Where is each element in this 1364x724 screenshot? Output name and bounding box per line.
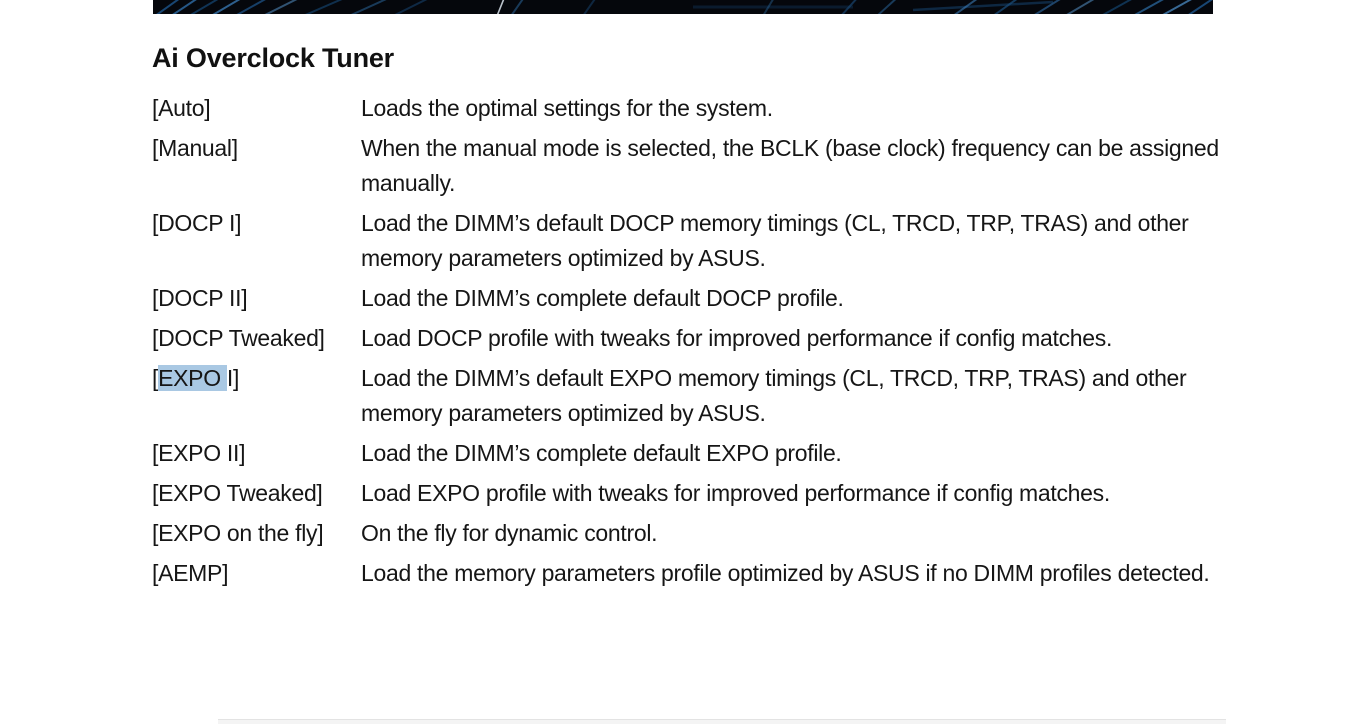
option-description: When the manual mode is selected, the BC… xyxy=(361,135,1219,196)
option-term: [DOCP I] xyxy=(152,206,361,241)
definition-row: [EXPO II] Load the DIMM’s complete defaul… xyxy=(152,436,1224,471)
option-term-text: [Auto] xyxy=(152,95,211,121)
option-term: [EXPO on the fly] xyxy=(152,516,361,551)
option-term-text: I] xyxy=(226,365,240,391)
definition-list: [Auto] Loads the optimal settings for the… xyxy=(152,91,1224,591)
option-term-text: [ xyxy=(152,365,159,391)
option-term-text: [DOCP Tweaked] xyxy=(152,325,325,351)
definition-row: [Manual] When the manual mode is selected… xyxy=(152,131,1224,201)
option-term-text: [EXPO on the fly] xyxy=(152,520,324,546)
option-description: Load the DIMM’s complete default DOCP pr… xyxy=(361,285,844,311)
section-content: Ai Overclock Tuner [Auto] Loads the optim… xyxy=(152,42,1224,596)
option-description: On the fly for dynamic control. xyxy=(361,520,658,546)
header-image xyxy=(153,0,1213,14)
option-term-text: [EXPO Tweaked] xyxy=(152,480,323,506)
option-term: [EXPO I] xyxy=(152,361,361,396)
option-description: Load the memory parameters profile optim… xyxy=(361,560,1210,586)
option-description: Load the DIMM’s default DOCP memory timi… xyxy=(361,210,1189,271)
option-term-text: [Manual] xyxy=(152,135,238,161)
definition-row: [DOCP I] Load the DIMM’s default DOCP mem… xyxy=(152,206,1224,276)
option-term: [EXPO Tweaked] xyxy=(152,476,361,511)
option-term: [DOCP Tweaked] xyxy=(152,321,361,356)
option-term-text: [DOCP II] xyxy=(152,285,248,311)
option-term: [EXPO II] xyxy=(152,436,361,471)
option-term: [Auto] xyxy=(152,91,361,126)
option-description: Loads the optimal settings for the syste… xyxy=(361,95,773,121)
definition-row: [AEMP] Load the memory parameters profile… xyxy=(152,556,1224,591)
option-term: [DOCP II] xyxy=(152,281,361,316)
section-title: Ai Overclock Tuner xyxy=(152,43,394,73)
option-term-text: [AEMP] xyxy=(152,560,229,586)
next-section-edge xyxy=(218,719,1226,724)
definition-row: [DOCP Tweaked] Load DOCP profile with twe… xyxy=(152,321,1224,356)
option-description: Load DOCP profile with tweaks for improv… xyxy=(361,325,1113,351)
option-term-text: [DOCP I] xyxy=(152,210,242,236)
definition-row: [EXPO I]Load the DIMM’s default EXPO mem… xyxy=(152,361,1224,431)
option-term-text: [EXPO II] xyxy=(152,440,246,466)
text-selection-highlight: EXPO xyxy=(158,365,227,391)
option-term: [Manual] xyxy=(152,131,361,166)
definition-row: [Auto] Loads the optimal settings for the… xyxy=(152,91,1224,126)
definition-row: [EXPO Tweaked] Load EXPO profile with twe… xyxy=(152,476,1224,511)
definition-row: [EXPO on the fly] On the fly for dynamic … xyxy=(152,516,1224,551)
option-description: Load the DIMM’s default EXPO memory timi… xyxy=(361,365,1187,426)
option-description: Load EXPO profile with tweaks for improv… xyxy=(361,480,1110,506)
option-description: Load the DIMM’s complete default EXPO pr… xyxy=(361,440,842,466)
definition-row: [DOCP II] Load the DIMM’s complete defaul… xyxy=(152,281,1224,316)
option-term: [AEMP] xyxy=(152,556,361,591)
